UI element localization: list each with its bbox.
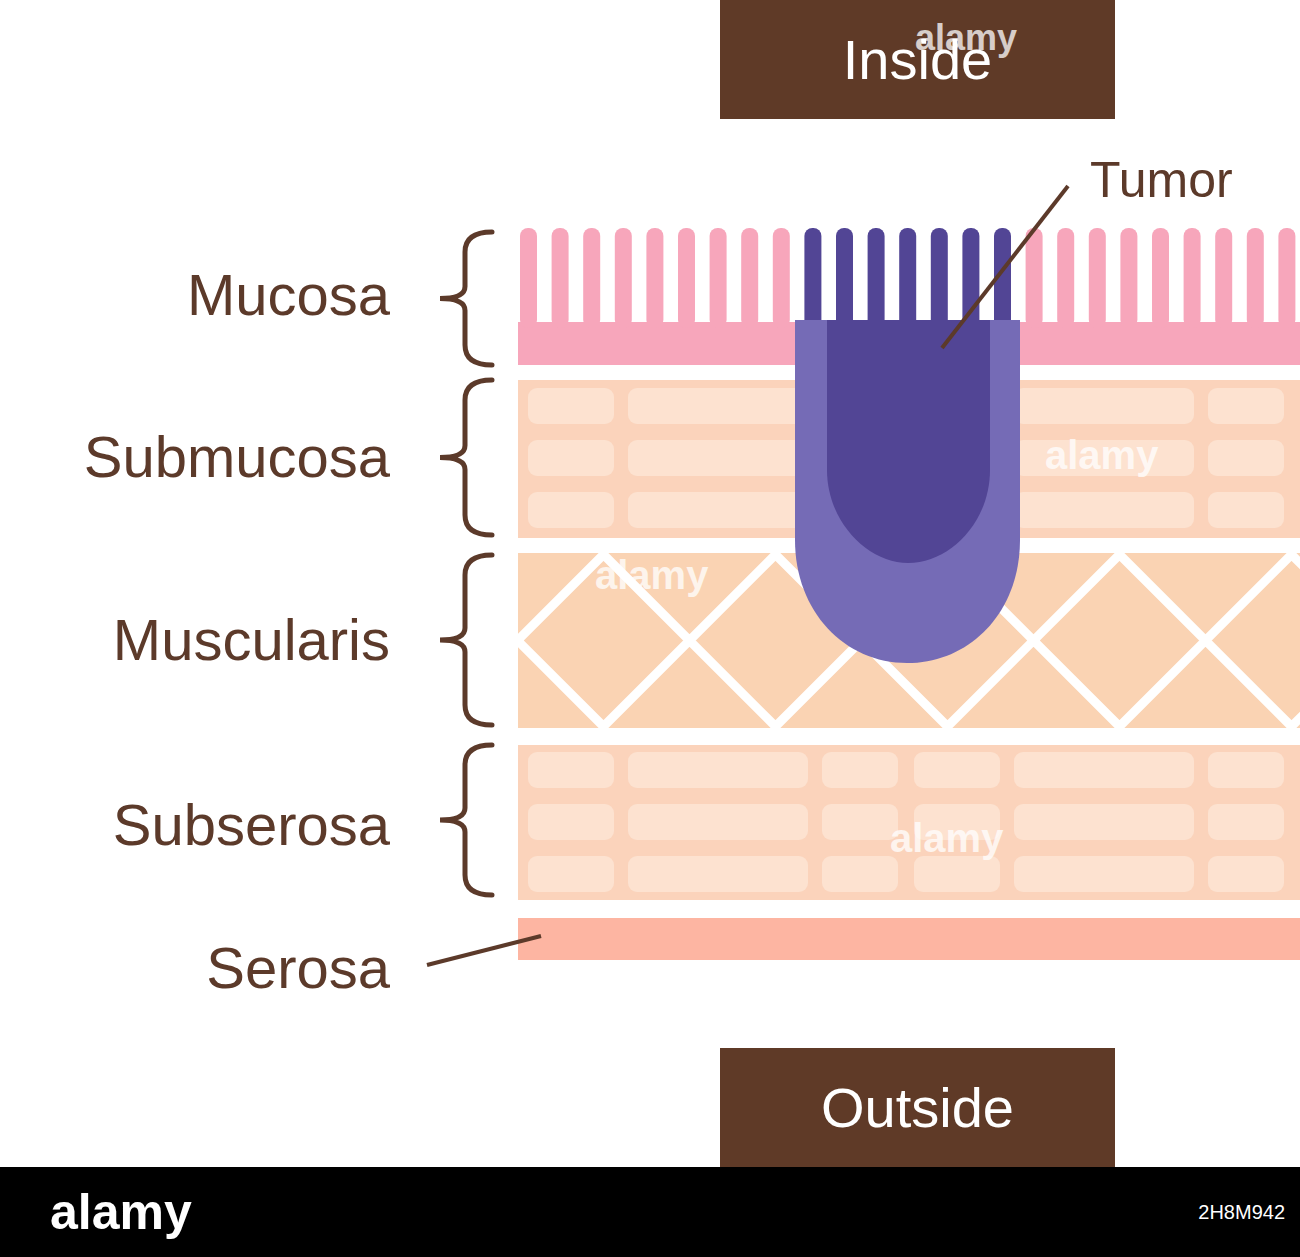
image-id: 2H8M942 — [1198, 1202, 1285, 1222]
villus — [1120, 228, 1137, 328]
villus — [646, 228, 663, 328]
watermark: alamy — [890, 818, 1003, 858]
villus — [773, 228, 790, 328]
villus — [899, 228, 916, 328]
callout-label: Tumor — [1090, 155, 1233, 205]
layer-label: Muscularis — [113, 611, 390, 669]
villus — [1057, 228, 1074, 328]
villus — [583, 228, 600, 328]
villus — [552, 228, 569, 328]
villus — [741, 228, 758, 328]
brace — [440, 380, 492, 535]
villus — [615, 228, 632, 328]
villus — [1215, 228, 1232, 328]
villus — [1184, 228, 1201, 328]
label-box: Inside — [720, 0, 1115, 119]
villus — [836, 228, 853, 328]
villus — [1089, 228, 1106, 328]
villus — [804, 228, 821, 328]
villus — [520, 228, 537, 328]
layer-label: Subserosa — [113, 796, 390, 854]
brace — [440, 745, 492, 895]
layer-label: Submucosa — [84, 428, 390, 486]
watermark: alamy — [1045, 435, 1158, 475]
box-text: Outside — [821, 1080, 1014, 1136]
layer-label: Mucosa — [187, 266, 390, 324]
label-box: Outside — [720, 1048, 1115, 1167]
watermark: alamy — [915, 20, 1017, 56]
brace — [440, 232, 492, 365]
villus — [678, 228, 695, 328]
watermark: alamy — [595, 555, 708, 595]
brace — [440, 555, 492, 725]
villus — [868, 228, 885, 328]
villus — [1026, 228, 1043, 328]
watermark-logo: alamy — [50, 1187, 192, 1237]
villus — [710, 228, 727, 328]
villus — [1247, 228, 1264, 328]
villus — [1152, 228, 1169, 328]
villus — [931, 228, 948, 328]
villus — [1278, 228, 1295, 328]
layer-label: Serosa — [206, 939, 390, 997]
